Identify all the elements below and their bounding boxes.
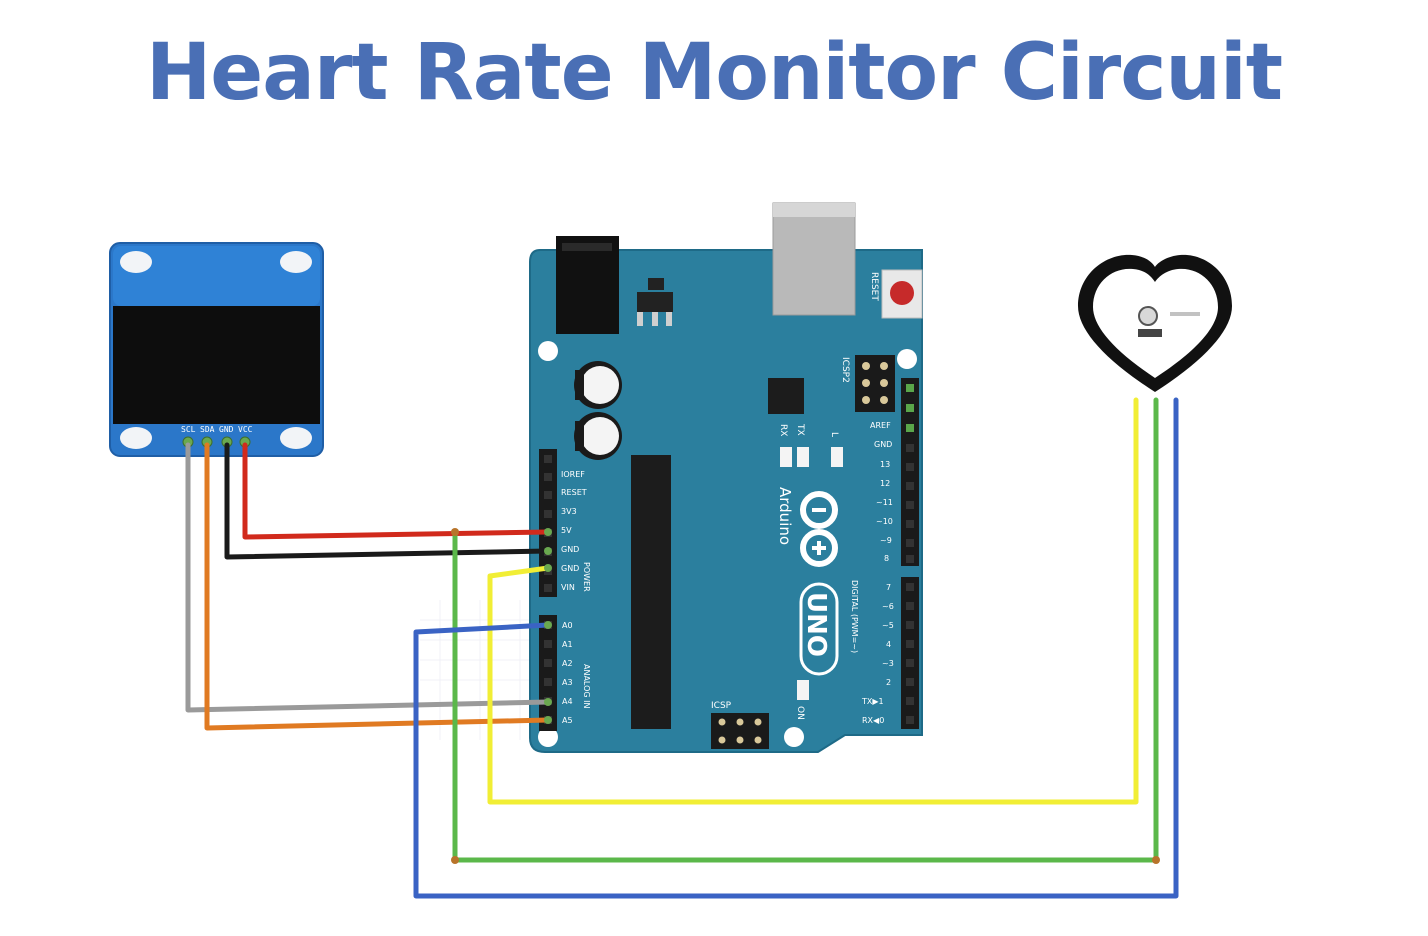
digital-header-top (901, 378, 919, 566)
l-led-label: L (829, 432, 839, 437)
digital-pin-label: RX◀0 (862, 716, 884, 725)
digital-pin-label: ~9 (880, 536, 892, 545)
analog-pin-label: A4 (562, 697, 573, 706)
analog-pin-label: A1 (562, 640, 573, 649)
wire-junction (451, 528, 459, 536)
heart-sensor-icon (1138, 306, 1158, 326)
page-title: Heart Rate Monitor Circuit (146, 28, 1283, 118)
arduino-uno-board[interactable]: RESET ICSP2 (529, 202, 923, 753)
digital-pin-label: ~5 (882, 621, 894, 630)
power-pin-label: RESET (561, 488, 587, 497)
oled-display[interactable]: SCL SDA GND VCC (109, 242, 324, 457)
analog-pin-label: A5 (562, 716, 573, 725)
wire-orange (204, 442, 551, 731)
power-pin-label: GND (561, 564, 579, 573)
power-jack (556, 236, 619, 334)
status-leds (780, 447, 843, 700)
power-pin-label: 3V3 (561, 507, 577, 516)
usb-port (772, 202, 856, 316)
capacitor (574, 361, 622, 409)
wires (185, 397, 1179, 899)
power-header (539, 449, 557, 597)
oled-pin-label: GND (219, 425, 234, 434)
icsp2-header (855, 355, 895, 412)
mount-hole-icon (538, 341, 558, 361)
oled-pin-label: SCL (181, 425, 196, 434)
wire-green (452, 397, 1159, 863)
on-led-label: ON (795, 706, 805, 720)
digital-pin-label: ~6 (882, 602, 894, 611)
wire-gray (185, 442, 551, 713)
power-pin-label: 5V (561, 526, 572, 535)
icsp2-label: ICSP2 (840, 357, 850, 383)
analog-pin-label: A2 (562, 659, 573, 668)
icsp-header (711, 713, 769, 749)
rx-led-label: RX (778, 424, 788, 436)
analog-header (539, 615, 557, 731)
digital-pin-label: ~11 (876, 498, 893, 507)
wire-junction (544, 716, 552, 724)
digital-pin-label: 8 (884, 554, 889, 563)
digital-pin-label: TX▶1 (861, 697, 884, 706)
reset-button[interactable] (881, 269, 923, 319)
wire-junction (1152, 856, 1160, 864)
mount-hole-icon (538, 727, 558, 747)
mount-hole-icon (784, 727, 804, 747)
power-group-label: POWER (582, 562, 591, 592)
digital-pin-label: 13 (880, 460, 890, 469)
pulse-sensor[interactable] (1078, 254, 1232, 392)
wire-junction (544, 698, 552, 706)
oled-pin-label: VCC (238, 425, 253, 434)
analog-pin-label: A0 (562, 621, 573, 630)
digital-pin-label: 7 (886, 583, 891, 592)
power-pin-label: GND (561, 545, 579, 554)
wire-black (224, 442, 551, 560)
mount-hole-icon (280, 251, 312, 273)
digital-pin-label: 4 (886, 640, 891, 649)
oled-screen (113, 306, 320, 424)
wire-junction (451, 856, 459, 864)
digital-pin-label: 12 (880, 479, 890, 488)
tx-led-label: TX (795, 423, 805, 436)
uno-badge: UNO (799, 582, 839, 676)
digital-pin-label: 2 (886, 678, 891, 687)
voltage-regulator (637, 278, 673, 326)
power-pin-label: VIN (561, 583, 575, 592)
analog-group-label: ANALOG IN (582, 664, 591, 709)
mount-hole-icon (897, 349, 917, 369)
wire-junction (544, 564, 552, 572)
power-pin-label: IOREF (561, 470, 585, 479)
arduino-logo-icon (800, 491, 838, 567)
digital-pin-label: AREF (870, 421, 891, 430)
analog-pin-label: A3 (562, 678, 573, 687)
digital-pin-label: GND (874, 440, 892, 449)
digital-pin-label: ~10 (876, 517, 893, 526)
wire-junction (544, 547, 552, 555)
digital-pin-label: ~3 (882, 659, 894, 668)
wire-junction (544, 621, 552, 629)
icsp-label: ICSP (711, 701, 732, 711)
wire-red (242, 442, 551, 540)
wire-junction (544, 528, 552, 536)
oled-pin-label: SDA (200, 425, 215, 434)
reset-label: RESET (869, 272, 879, 301)
wire-blue (413, 397, 1179, 899)
arduino-brand: Arduino (776, 487, 794, 545)
background-grid (420, 600, 540, 740)
capacitor (574, 412, 622, 460)
mount-hole-icon (120, 427, 152, 449)
svg-text:UNO: UNO (801, 592, 831, 657)
digital-header-bottom (901, 577, 919, 729)
digital-group-label: DIGITAL (PWM=~) (850, 580, 859, 653)
wire-yellow (487, 397, 1139, 805)
microcontroller-chip (631, 455, 671, 729)
usb-chip (768, 378, 804, 414)
mount-hole-icon (120, 251, 152, 273)
mount-hole-icon (280, 427, 312, 449)
